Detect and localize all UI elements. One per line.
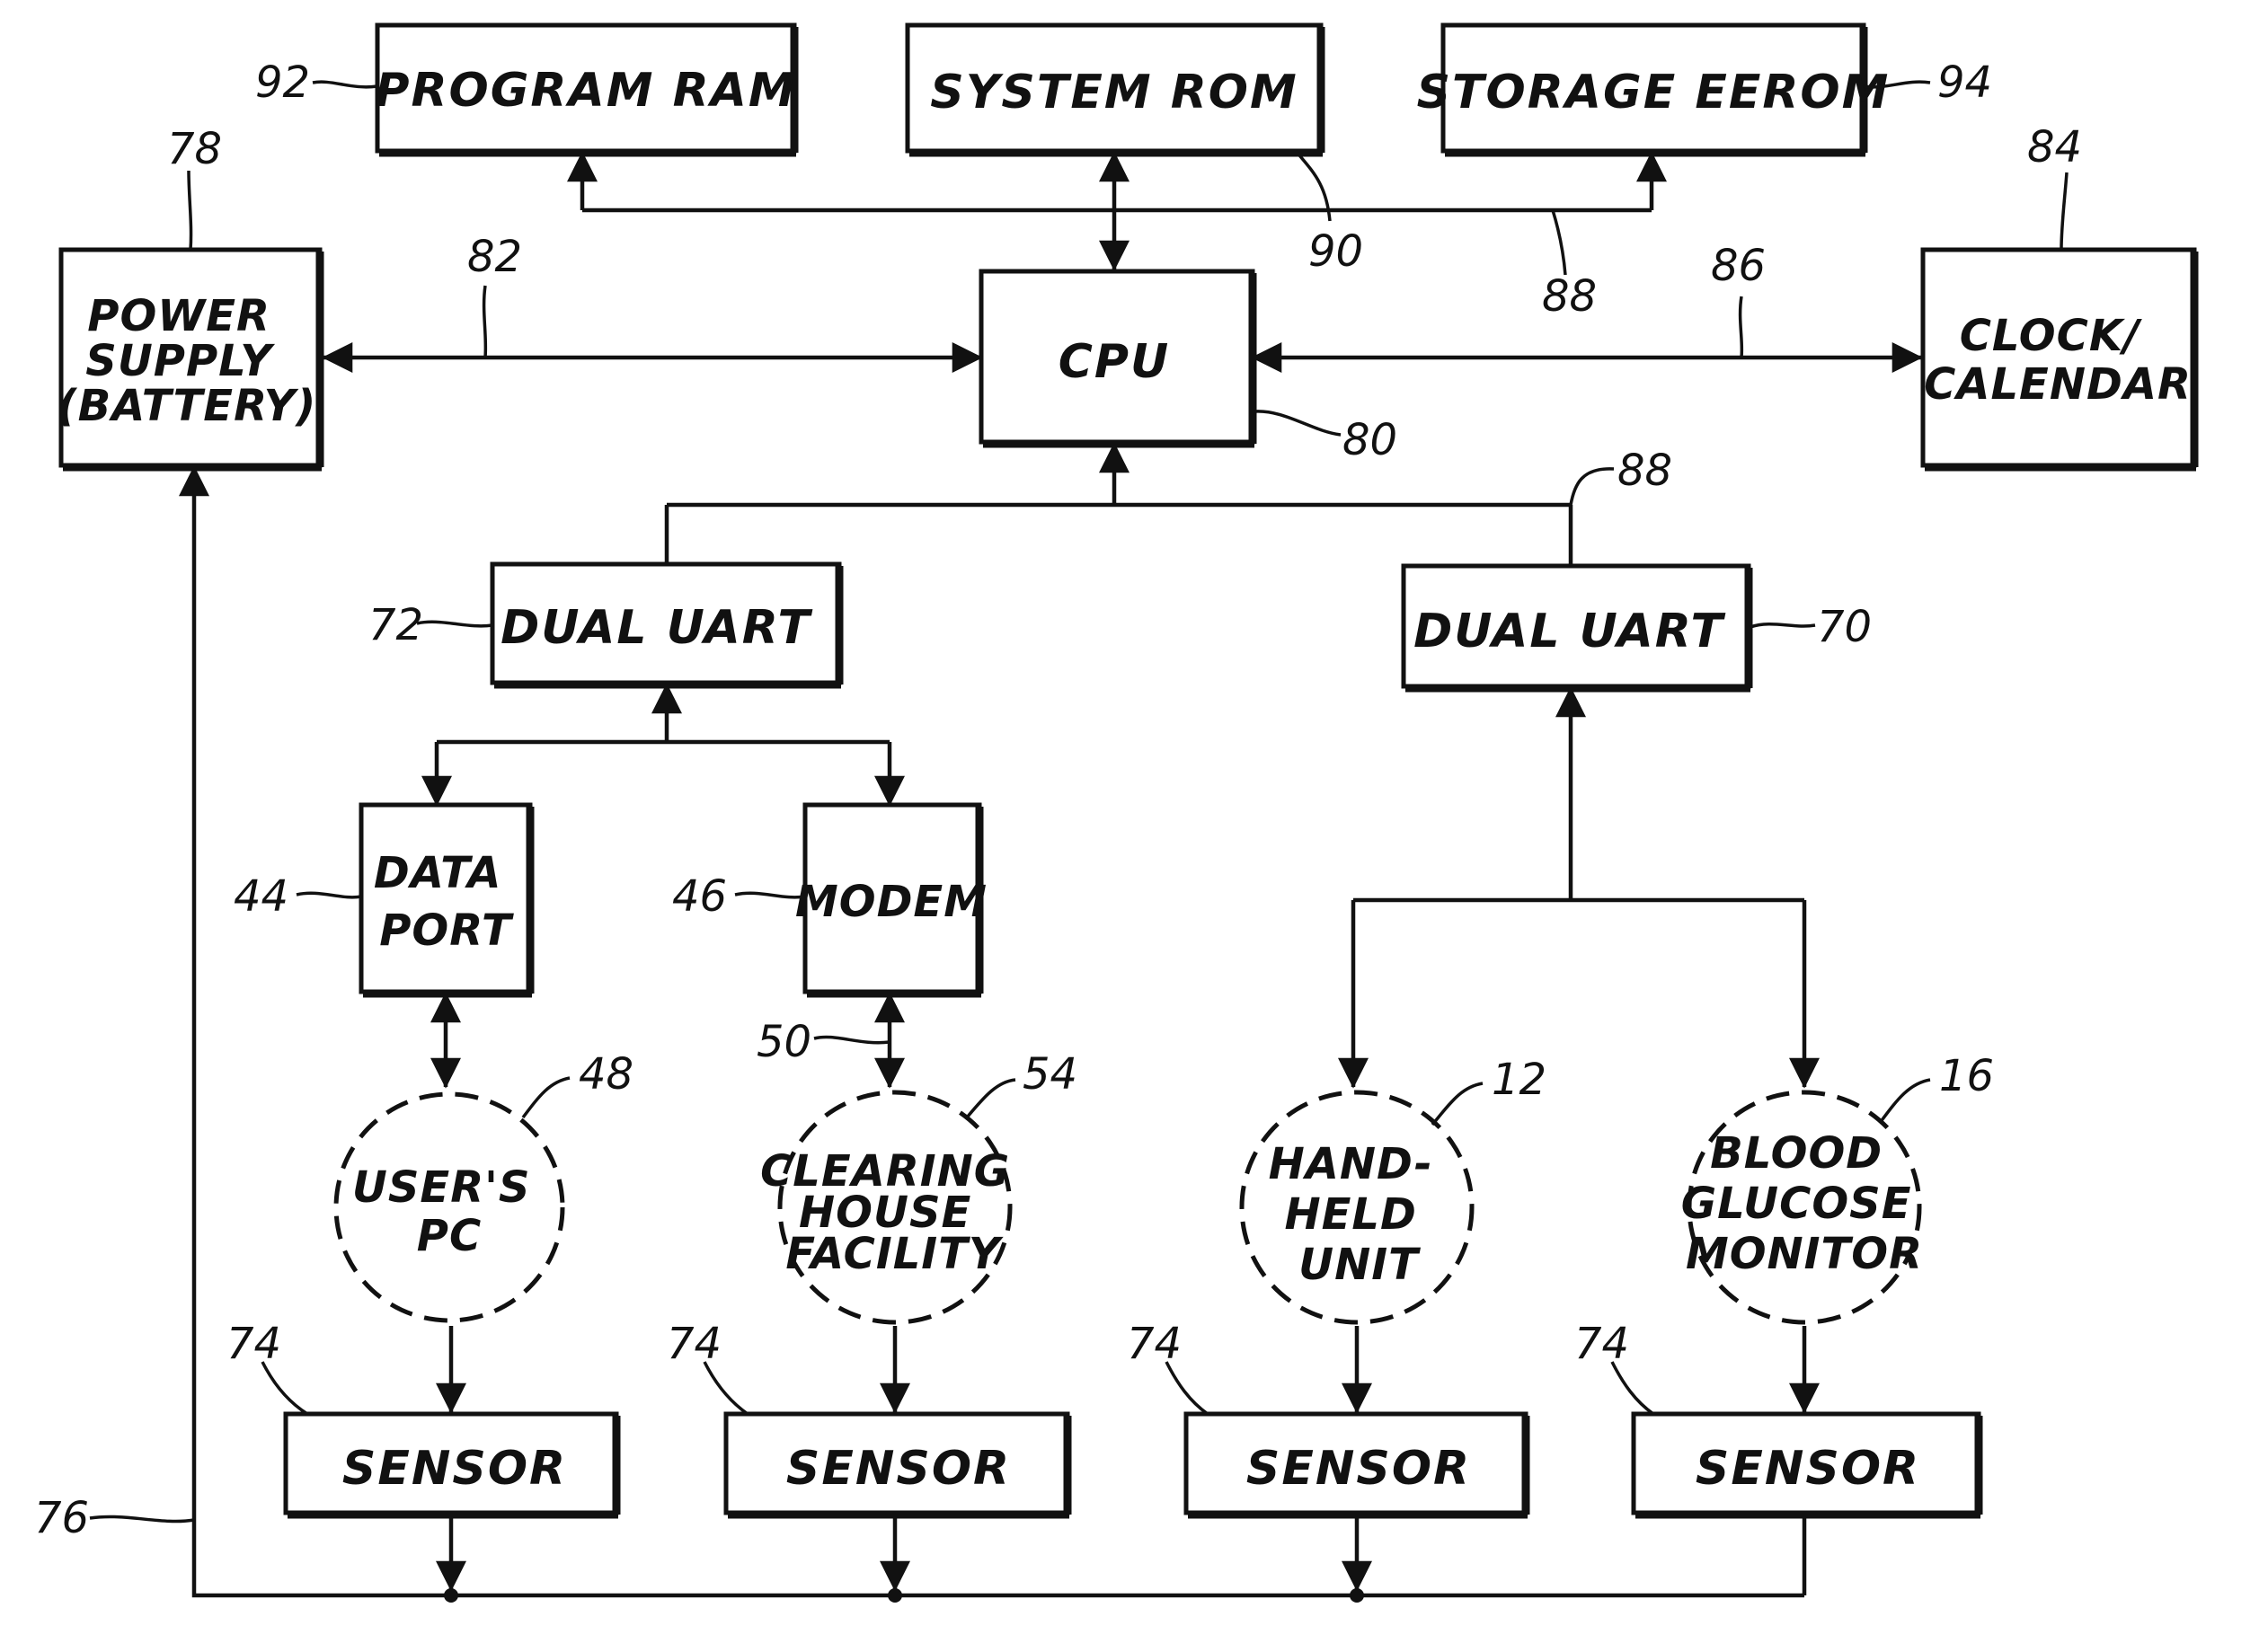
glucose-monitor-device: BLOOD GLUCOSE MONITOR: [1681, 1092, 1927, 1322]
sensor-4-label: SENSOR: [1696, 1442, 1920, 1496]
dual-uart-left-label: DUAL UART: [501, 601, 812, 655]
ref-line-50: 50: [757, 1017, 811, 1067]
ref-users-pc: 48: [579, 1049, 633, 1100]
hand-held-device: HAND- HELD UNIT: [1242, 1092, 1472, 1322]
data-port-block: DATA PORT: [361, 805, 532, 994]
clock-calendar-label: CLOCK/ CALENDAR: [1924, 311, 2192, 410]
ref-dual-uart-left: 72: [368, 600, 423, 650]
clearing-house-label: CLEARING HOUSE FACILITY: [760, 1146, 1026, 1279]
ref-clearing-house: 54: [1023, 1049, 1077, 1100]
sensor-3-block: SENSOR: [1186, 1414, 1528, 1515]
ref-power-bus: 76: [34, 1493, 89, 1543]
sensor-2-label: SENSOR: [786, 1442, 1011, 1496]
dual-uart-right-block: DUAL UART: [1404, 566, 1750, 688]
ref-bus-82: 82: [467, 232, 522, 282]
ref-bus-86: 86: [1711, 241, 1766, 291]
ref-storage-eerom: 94: [1937, 57, 1992, 108]
bus-junction-3: [1350, 1588, 1364, 1603]
sensor-3-label: SENSOR: [1246, 1442, 1471, 1496]
power-supply-label: POWER SUPPLY (BATTERY): [58, 291, 317, 431]
program-ram-block: PROGRAM RAM: [375, 25, 796, 153]
ref-sensor-3: 74: [1127, 1319, 1182, 1369]
ref-sensor-2: 74: [667, 1319, 722, 1369]
ref-program-ram: 92: [255, 57, 310, 108]
bus-junction-1: [444, 1588, 458, 1603]
users-pc-device: USER'S PC: [336, 1094, 563, 1321]
ref-sensor-4: 74: [1574, 1319, 1629, 1369]
dual-uart-left-block: DUAL UART: [492, 564, 841, 685]
ref-bus-88-top: 88: [1542, 271, 1597, 322]
sensor-1-block: SENSOR: [286, 1414, 618, 1515]
bus-junction-2: [888, 1588, 902, 1603]
ref-modem: 46: [672, 871, 727, 922]
cpu-block: CPU: [981, 271, 1254, 444]
glucose-monitor-label: BLOOD GLUCOSE MONITOR: [1681, 1128, 1927, 1279]
ref-bus-90: 90: [1308, 226, 1363, 277]
ref-bus-88-mid: 88: [1617, 446, 1672, 496]
sensor-2-block: SENSOR: [726, 1414, 1069, 1515]
clock-calendar-block: CLOCK/ CALENDAR: [1923, 250, 2196, 467]
dual-uart-right-label: DUAL UART: [1413, 605, 1725, 658]
ref-clock-calendar: 84: [2027, 122, 2082, 172]
system-rom-block: SYSTEM ROM: [908, 25, 1323, 153]
modem-block: MODEM: [795, 805, 988, 994]
modem-label: MODEM: [795, 877, 988, 927]
ref-power-supply: 78: [167, 124, 222, 174]
ref-hand-held: 12: [1492, 1055, 1546, 1105]
ref-sensor-1: 74: [226, 1319, 281, 1369]
ref-glucose-monitor: 16: [1939, 1051, 1994, 1101]
ref-cpu: 80: [1342, 415, 1397, 465]
system-rom-label: SYSTEM ROM: [930, 66, 1298, 119]
storage-eerom-label: STORAGE EEROM: [1417, 66, 1891, 119]
program-ram-label: PROGRAM RAM: [375, 64, 796, 118]
power-supply-block: POWER SUPPLY (BATTERY): [58, 250, 322, 467]
sensor-4-block: SENSOR: [1634, 1414, 1980, 1515]
clearing-house-device: CLEARING HOUSE FACILITY: [760, 1092, 1026, 1322]
ref-data-port: 44: [234, 871, 288, 922]
sensor-1-label: SENSOR: [342, 1442, 567, 1496]
ref-dual-uart-right: 70: [1817, 602, 1872, 652]
storage-eerom-block: STORAGE EEROM: [1417, 25, 1891, 153]
cpu-label: CPU: [1059, 335, 1171, 389]
